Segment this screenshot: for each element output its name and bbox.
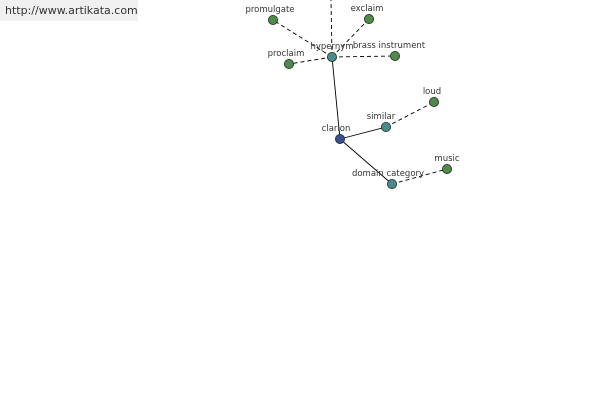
edge-hypernym-offscreen [330, 0, 333, 58]
node-dot[interactable] [386, 178, 397, 189]
nodes-layer: clarion hypernym similar domain category pro… [245, 4, 460, 189]
edge-hypernym-proclaim [288, 56, 333, 65]
edge-similar-loud [385, 101, 435, 128]
node-dot[interactable] [334, 133, 345, 144]
node-dot[interactable] [380, 122, 391, 133]
node-label: loud [423, 87, 441, 97]
node-loud[interactable]: loud [423, 87, 441, 108]
node-domain[interactable]: domain category [352, 169, 424, 189]
node-label: exclaim [351, 4, 384, 14]
edge-hypernym-brass [331, 55, 396, 58]
node-label: clarion [322, 124, 351, 134]
edge-hypernym-promulgate [272, 19, 333, 58]
node-similar[interactable]: similar [367, 112, 396, 133]
node-dot[interactable] [428, 97, 439, 108]
source-link[interactable]: http://www.artikata.com [5, 4, 138, 17]
edge-clarion-similar [339, 126, 387, 140]
node-label: domain category [352, 169, 424, 179]
node-dot[interactable] [267, 14, 278, 25]
node-dot[interactable] [326, 52, 337, 63]
node-label: music [434, 154, 459, 164]
node-label: hypernym [310, 42, 353, 52]
node-dot[interactable] [441, 163, 452, 174]
node-dot[interactable] [283, 59, 294, 70]
node-dot[interactable] [389, 51, 400, 62]
edge-clarion-hypernym [331, 56, 341, 140]
node-brass[interactable]: brass instrument [353, 41, 426, 62]
node-hypernym[interactable]: hypernym [310, 42, 354, 63]
node-label: proclaim [268, 49, 305, 59]
edge-domain-music [391, 168, 448, 185]
edge-clarion-domain [339, 138, 393, 185]
edges-layer [272, 0, 448, 185]
node-proclaim[interactable]: proclaim [268, 49, 305, 70]
node-label: promulgate [245, 5, 294, 15]
node-clarion[interactable]: clarion [322, 124, 351, 144]
node-label: similar [367, 112, 396, 122]
node-promulgate[interactable]: promulgate [245, 5, 295, 25]
node-label: brass instrument [353, 41, 426, 51]
edge-hypernym-exclaim [331, 18, 370, 58]
node-exclaim[interactable]: exclaim [351, 4, 384, 24]
source-bar: http://www.artikata.com [0, 0, 138, 21]
node-dot[interactable] [363, 13, 374, 24]
node-music[interactable]: music [434, 154, 460, 174]
